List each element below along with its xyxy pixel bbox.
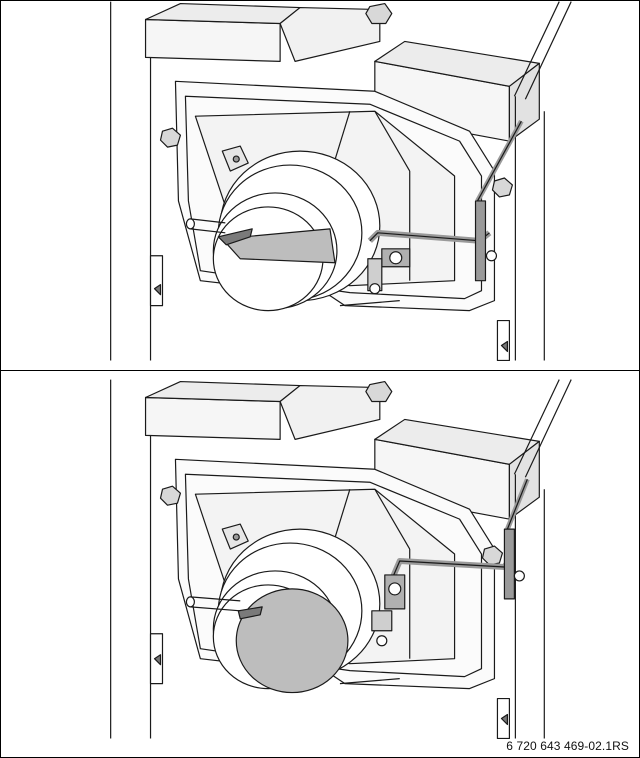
panel-divider (1, 370, 639, 371)
boiler-drawing-top (110, 1, 572, 361)
figure-reference-code: 6 720 643 469-02.1RS (506, 739, 629, 753)
illustration-damper-closed (1, 1, 639, 361)
illustration-damper-open (1, 379, 639, 739)
boiler-drawing-bottom (110, 379, 572, 739)
